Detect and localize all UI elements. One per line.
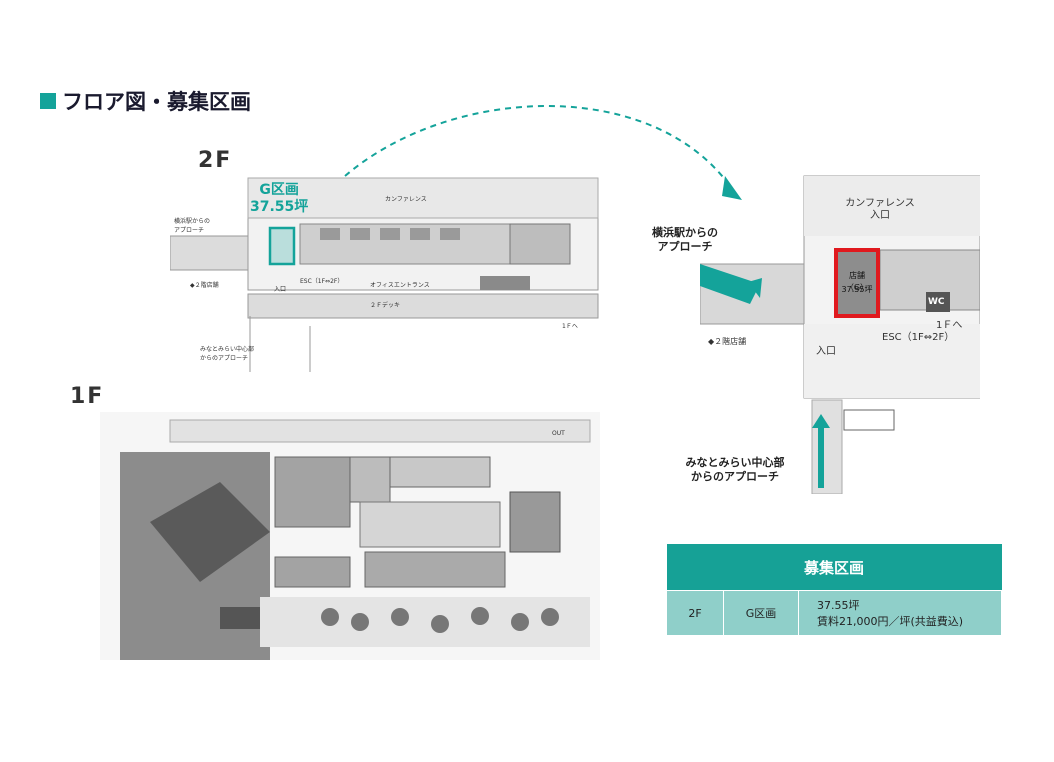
deck-2f: ２Ｆデッキ	[370, 302, 401, 309]
dashed-arrow	[344, 105, 742, 200]
zoom-store-name: 店舗（G）	[845, 271, 869, 292]
recruit-table-header-row: 募集区画	[666, 544, 1002, 591]
floor-2f-plan: G区画 37.55坪 横浜駅からの アプローチ 入口 ESC（1F⇔2F） オフ…	[169, 176, 600, 372]
zoom-entrance: 入口	[816, 346, 836, 357]
zoom-to1f: 1Ｆへ	[936, 320, 963, 331]
recruit-details: 37.55坪 賃料21,000円／坪(共益費込)	[798, 590, 1002, 636]
page-title: フロア図・募集区画	[40, 86, 251, 116]
title-square-icon	[40, 93, 56, 109]
office-entrance-2f: オフィスエントランス	[370, 282, 430, 289]
approach-yokohama: 横浜駅からの アプローチ	[652, 226, 718, 253]
approach-minato-2f: みなとみらい中心部 からのアプローチ	[200, 346, 255, 362]
zoom-store2: ◆２階店舗	[708, 337, 747, 346]
to1f-2f: 1Ｆへ	[562, 323, 578, 330]
zoom-store-area: 37.55坪	[841, 285, 873, 294]
g-section-name: G区画	[259, 182, 299, 198]
floor-1f-plan: OUT	[100, 412, 600, 660]
floor-1f-label: 1F	[70, 384, 105, 409]
g-section-area: 37.55坪	[250, 199, 309, 215]
zoom-wc: WC	[928, 297, 945, 307]
floor-2f-drawing	[169, 177, 599, 372]
title-text: フロア図・募集区画	[62, 90, 251, 114]
conference-2f: カンファレンス	[385, 196, 427, 203]
entrance-2f: 入口	[274, 286, 287, 293]
g-section-label: G区画 37.55坪	[250, 182, 308, 216]
floor-1f-drawing	[100, 412, 600, 660]
floor-2f-label: 2F	[198, 148, 233, 173]
table-row: 2F G区画 37.55坪 賃料21,000円／坪(共益費込)	[666, 590, 1002, 636]
zoom-esc: ESC（1F⇔2F）	[882, 332, 955, 343]
recruit-rent: 賃料21,000円／坪(共益費込)	[817, 615, 964, 628]
esc-2f: ESC（1F⇔2F）	[300, 278, 344, 285]
approach-minato: みなとみらい中心部 からのアプローチ	[685, 456, 785, 483]
store2-2f: ◆２階店舗	[190, 282, 219, 289]
recruit-section: G区画	[723, 590, 799, 636]
zoom-plan: カンファレンス 入口 店舗（G） 37.55坪 WC 入口 ESC（1F⇔2F）…	[699, 174, 981, 495]
approach-yokohama-2f: 横浜駅からの アプローチ	[174, 218, 211, 234]
recruit-table-header: 募集区画	[666, 544, 1002, 591]
out-label-1f: OUT	[552, 430, 565, 437]
zoom-drawing	[699, 175, 981, 495]
zoom-conference-entrance: カンファレンス 入口	[845, 198, 915, 221]
recruit-table: 募集区画 2F G区画 37.55坪 賃料21,000円／坪(共益費込)	[666, 544, 1002, 636]
recruit-area: 37.55坪	[817, 599, 860, 612]
recruit-floor: 2F	[666, 590, 724, 636]
